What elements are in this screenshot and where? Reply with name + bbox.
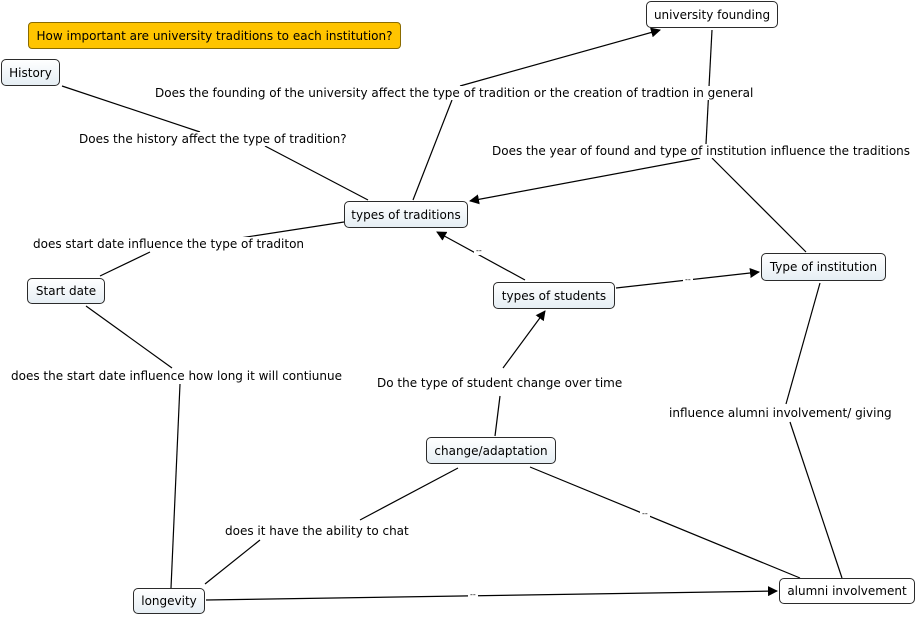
concept-longevity[interactable]: longevity: [133, 588, 205, 614]
link-institution-down: [785, 282, 821, 405]
link-chat-to-longevity: [204, 539, 261, 585]
link-label-alumni-giving: influence alumni involvement/ giving: [667, 406, 894, 420]
link-label-dash-longevity-alumni: --: [468, 590, 478, 599]
link-longevity-to-alumni: [205, 586, 778, 601]
concept-alumni-involvement[interactable]: alumni involvement: [779, 578, 915, 604]
concept-start-date[interactable]: Start date: [27, 278, 105, 304]
concept-university-founding[interactable]: university founding: [646, 1, 778, 28]
concept-types-of-students[interactable]: types of students: [493, 282, 615, 309]
link-history: [61, 85, 201, 133]
link-students-to-traditions: [436, 231, 526, 281]
concept-type-of-institution[interactable]: Type of institution: [761, 253, 886, 281]
link-label-dash-students-institution: --: [683, 275, 693, 284]
link-history-to-traditions: [264, 145, 369, 201]
link-startdate-to-traditions: [239, 221, 345, 239]
link-label-dash-students-traditions: --: [474, 246, 484, 255]
link-startdate-down: [85, 305, 173, 369]
link-change-to-students: [502, 310, 546, 369]
link-change-to-chat: [359, 467, 459, 521]
link-startdate-up: [99, 251, 151, 277]
link-label-ability-to-chat: does it have the ability to chat: [223, 524, 411, 538]
link-change-up: [494, 395, 501, 437]
focus-question: How important are university traditions …: [28, 22, 401, 49]
link-to-founding: [459, 27, 661, 87]
link-label-dash-change-alumni: --: [640, 509, 650, 518]
link-label-founding-affect: Does the founding of the university affe…: [153, 86, 756, 100]
concept-types-of-traditions[interactable]: types of traditions: [344, 201, 468, 228]
concept-change-adaptation[interactable]: change/adaptation: [426, 437, 556, 464]
link-traditions-up: [412, 99, 453, 201]
link-label-year-founded: Does the year of found and type of insti…: [490, 144, 913, 158]
link-label-start-date-type: does start date influence the type of tr…: [31, 237, 307, 251]
link-label-student-change: Do the type of student change over time: [375, 376, 625, 390]
link-label-start-date-long: does the start date influence how long i…: [9, 369, 344, 383]
link-change-to-alumni: [529, 466, 801, 579]
link-alumni-phrase-down: [789, 421, 843, 579]
concept-history[interactable]: History: [1, 59, 60, 86]
link-year-to-traditions: [469, 157, 701, 205]
link-long-to-longevity: [170, 383, 181, 589]
link-institution-to-year: [711, 157, 807, 253]
link-label-history-affect: Does the history affect the type of trad…: [77, 132, 349, 146]
